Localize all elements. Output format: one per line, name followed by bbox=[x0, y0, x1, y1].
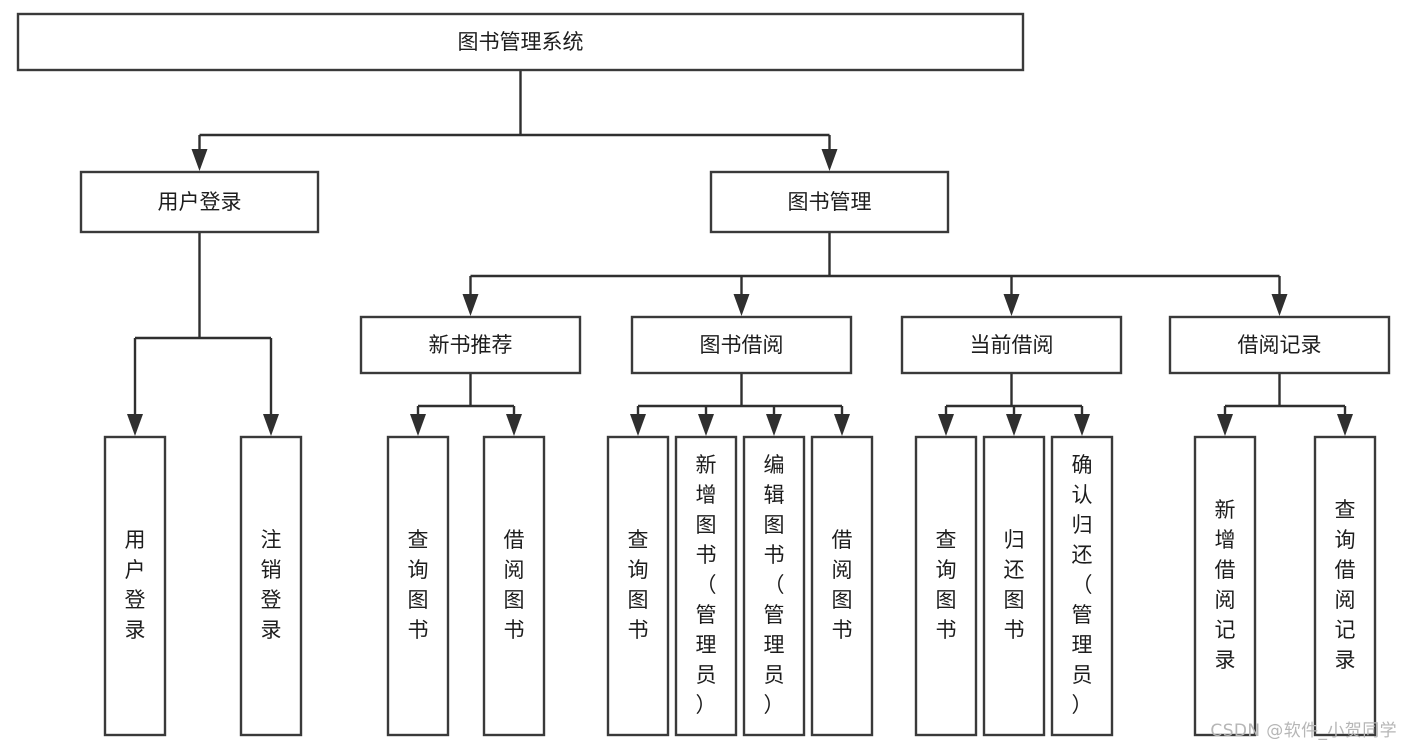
arrow-head-icon bbox=[410, 414, 426, 436]
node-box-leaf-edit-book-admin[interactable] bbox=[742, 435, 806, 737]
node-layer: 图书管理系统用户登录图书管理新书推荐图书借阅当前借阅借阅记录用户登录注销登录查询… bbox=[16, 12, 1391, 737]
arrow-head-icon bbox=[821, 149, 838, 171]
node-leaf-borrow-book-recommend[interactable]: 借阅图书 bbox=[482, 435, 546, 737]
arrow-head-icon bbox=[1337, 414, 1353, 436]
arrow-head-icon bbox=[462, 294, 479, 316]
arrow-head-icon bbox=[1006, 414, 1022, 436]
node-box-leaf-user-login[interactable] bbox=[103, 435, 167, 737]
node-box-book-borrow[interactable] bbox=[630, 315, 853, 375]
node-label-current-borrow: 当前借阅 bbox=[970, 333, 1054, 357]
node-box-new-book-recommend[interactable] bbox=[359, 315, 582, 375]
arrow-head-icon bbox=[127, 414, 143, 436]
node-root[interactable]: 图书管理系统 bbox=[16, 12, 1025, 72]
arrow-head-icon bbox=[1271, 294, 1288, 316]
node-leaf-edit-book-admin[interactable]: 编辑图书（管理员） bbox=[742, 435, 806, 737]
node-new-book-recommend[interactable]: 新书推荐 bbox=[359, 315, 582, 375]
node-book-borrow[interactable]: 图书借阅 bbox=[630, 315, 853, 375]
node-label-borrow-record: 借阅记录 bbox=[1238, 333, 1322, 357]
node-label-leaf-add-book-admin: 新增图书（管理员） bbox=[696, 453, 717, 717]
node-leaf-query-book-borrow[interactable]: 查询图书 bbox=[606, 435, 670, 737]
node-box-leaf-confirm-return-admin[interactable] bbox=[1050, 435, 1114, 737]
node-box-root[interactable] bbox=[16, 12, 1025, 72]
node-box-borrow-record[interactable] bbox=[1168, 315, 1391, 375]
node-box-book-manage[interactable] bbox=[709, 170, 950, 234]
node-box-user-login[interactable] bbox=[79, 170, 320, 234]
node-label-new-book-recommend: 新书推荐 bbox=[429, 333, 513, 357]
arrow-head-icon bbox=[191, 149, 208, 171]
node-box-leaf-query-book-current[interactable] bbox=[914, 435, 978, 737]
node-box-current-borrow[interactable] bbox=[900, 315, 1123, 375]
node-current-borrow[interactable]: 当前借阅 bbox=[900, 315, 1123, 375]
csdn-watermark: CSDN @软件_小贺同学 bbox=[1210, 721, 1397, 741]
connector-layer bbox=[127, 70, 1353, 436]
node-leaf-borrow-book[interactable]: 借阅图书 bbox=[810, 435, 874, 737]
node-label-leaf-query-book-current: 查询图书 bbox=[936, 528, 957, 642]
node-box-leaf-query-borrow-record[interactable] bbox=[1313, 435, 1377, 737]
node-user-login[interactable]: 用户登录 bbox=[79, 170, 320, 234]
node-box-leaf-borrow-book[interactable] bbox=[810, 435, 874, 737]
arrow-head-icon bbox=[938, 414, 954, 436]
arrow-head-icon bbox=[766, 414, 782, 436]
node-leaf-query-book-recommend[interactable]: 查询图书 bbox=[386, 435, 450, 737]
node-box-leaf-borrow-book-recommend[interactable] bbox=[482, 435, 546, 737]
node-box-leaf-user-logout[interactable] bbox=[239, 435, 303, 737]
node-label-book-borrow: 图书借阅 bbox=[700, 333, 784, 357]
node-leaf-confirm-return-admin[interactable]: 确认归还（管理员） bbox=[1050, 435, 1114, 737]
node-label-leaf-add-borrow-record: 新增借阅记录 bbox=[1215, 498, 1236, 672]
node-label-leaf-edit-book-admin: 编辑图书（管理员） bbox=[764, 453, 785, 717]
node-label-leaf-query-book-borrow: 查询图书 bbox=[628, 528, 649, 642]
arrow-head-icon bbox=[733, 294, 750, 316]
node-leaf-add-borrow-record[interactable]: 新增借阅记录 bbox=[1193, 435, 1257, 737]
arrow-head-icon bbox=[630, 414, 646, 436]
node-label-leaf-borrow-book: 借阅图书 bbox=[832, 528, 853, 642]
node-label-leaf-return-book: 归还图书 bbox=[1004, 528, 1025, 642]
node-leaf-return-book[interactable]: 归还图书 bbox=[982, 435, 1046, 737]
node-leaf-query-borrow-record[interactable]: 查询借阅记录 bbox=[1313, 435, 1377, 737]
node-label-user-login: 用户登录 bbox=[158, 190, 242, 214]
arrow-head-icon bbox=[263, 414, 279, 436]
node-leaf-add-book-admin[interactable]: 新增图书（管理员） bbox=[674, 435, 738, 737]
node-label-leaf-borrow-book-recommend: 借阅图书 bbox=[504, 528, 525, 642]
arrow-head-icon bbox=[1217, 414, 1233, 436]
node-label-leaf-confirm-return-admin: 确认归还（管理员） bbox=[1072, 453, 1093, 717]
node-label-leaf-user-login: 用户登录 bbox=[125, 528, 146, 642]
node-box-leaf-return-book[interactable] bbox=[982, 435, 1046, 737]
arrow-head-icon bbox=[1074, 414, 1090, 436]
node-box-leaf-add-borrow-record[interactable] bbox=[1193, 435, 1257, 737]
node-label-leaf-query-borrow-record: 查询借阅记录 bbox=[1335, 498, 1356, 672]
node-book-manage[interactable]: 图书管理 bbox=[709, 170, 950, 234]
node-box-leaf-add-book-admin[interactable] bbox=[674, 435, 738, 737]
node-box-leaf-query-book-recommend[interactable] bbox=[386, 435, 450, 737]
node-label-leaf-user-logout: 注销登录 bbox=[261, 528, 282, 642]
arrow-head-icon bbox=[698, 414, 714, 436]
node-box-leaf-query-book-borrow[interactable] bbox=[606, 435, 670, 737]
node-leaf-user-login[interactable]: 用户登录 bbox=[103, 435, 167, 737]
node-label-leaf-query-book-recommend: 查询图书 bbox=[408, 528, 429, 642]
node-label-root: 图书管理系统 bbox=[458, 30, 584, 54]
arrow-head-icon bbox=[1003, 294, 1020, 316]
arrow-head-icon bbox=[834, 414, 850, 436]
node-leaf-query-book-current[interactable]: 查询图书 bbox=[914, 435, 978, 737]
node-borrow-record[interactable]: 借阅记录 bbox=[1168, 315, 1391, 375]
node-leaf-user-logout[interactable]: 注销登录 bbox=[239, 435, 303, 737]
node-label-book-manage: 图书管理 bbox=[788, 190, 872, 214]
arrow-head-icon bbox=[506, 414, 522, 436]
